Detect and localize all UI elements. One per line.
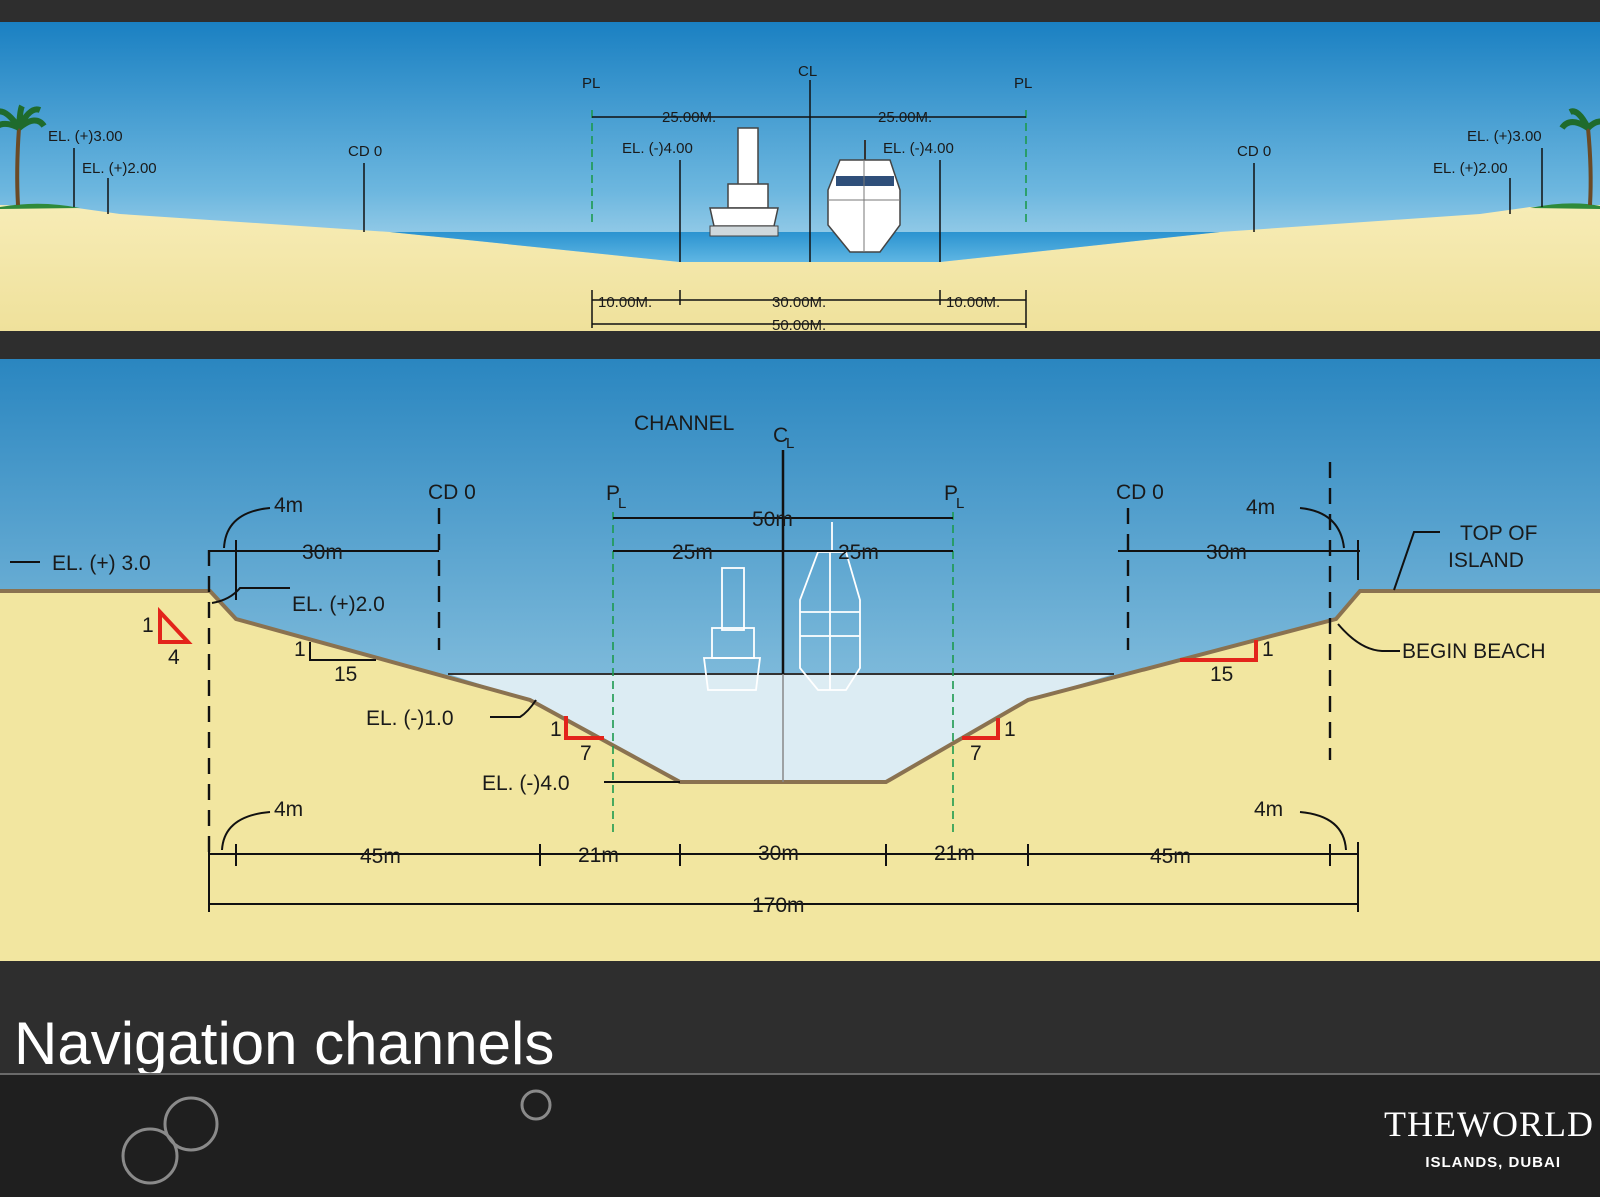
leader-el-m1 [490, 699, 537, 718]
logo-islands-dubai: ISLANDS, DUBAI [1425, 1154, 1561, 1171]
arc-4m-bottom-right [1299, 811, 1347, 851]
pl-left-sub: L [618, 495, 626, 512]
slope-marker-1-15-right [1180, 640, 1258, 662]
dim-25m-right-label: 25m [838, 541, 879, 564]
slope-marker-1-15-left [309, 642, 376, 661]
slope-1-7-left-rise: 1 [550, 718, 562, 741]
el-top-label: EL. (+) 3.0 [52, 552, 151, 575]
top-half-right-label: 25.00M. [878, 109, 932, 126]
leader-el2 [211, 587, 290, 604]
slope-1-4-rise: 1 [142, 614, 154, 637]
title-band [0, 961, 1600, 1073]
dim-45m-left-label: 45m [360, 845, 401, 868]
arc-4m-top-left [223, 507, 271, 549]
decorative-circle-medium [163, 1096, 219, 1152]
slide-title: Navigation channels [14, 1010, 554, 1077]
dim-21m-left-label: 21m [578, 844, 619, 867]
main-sand [0, 591, 1600, 961]
arc-4m-bottom-left [221, 811, 271, 851]
top-pl-left-label: PL [582, 75, 600, 92]
middle-dark-band [0, 331, 1600, 359]
palm-tree-left-icon [0, 104, 47, 206]
cd-left-label: CD 0 [428, 481, 476, 504]
top-sand [0, 205, 1600, 331]
top-dark-band [0, 0, 1600, 22]
top-el2-right-label: EL. (+)2.00 [1433, 160, 1508, 177]
top-cd-right-label: CD 0 [1237, 143, 1271, 160]
channel-cl-sub: L [786, 435, 794, 452]
pl-right-sub: L [956, 495, 964, 512]
top-el3-right-label: EL. (+)3.00 [1467, 128, 1542, 145]
top-bottom-mid-label: 30.00M. [772, 294, 826, 311]
logo-the-world: THEWORLD [1384, 1104, 1594, 1144]
slope-1-15-right-rise: 1 [1262, 638, 1274, 661]
dim-170m-label: 170m [752, 894, 805, 917]
slope-1-15-left-run: 15 [334, 663, 357, 686]
slope-1-4-run: 4 [168, 646, 180, 669]
top-el-channel-right-label: EL. (-)4.00 [883, 140, 954, 157]
top-bottom-total-label: 50.00M. [772, 317, 826, 334]
el-2-label: EL. (+)2.0 [292, 593, 385, 616]
top-of-island-label-1: TOP OF [1460, 522, 1537, 545]
cd-right-label: CD 0 [1116, 481, 1164, 504]
dim-4m-top-right-label: 4m [1246, 496, 1275, 519]
dim-50m-label: 50m [752, 508, 793, 531]
top-water [390, 232, 1220, 262]
yacht-ghost-icon [799, 522, 861, 691]
dim-21m-right-label: 21m [934, 842, 975, 865]
dim-30m-right-label: 30m [1206, 541, 1247, 564]
slope-1-7-right-run: 7 [970, 742, 982, 765]
pl-right-symbol: P [944, 482, 958, 505]
arc-4m-top-right [1299, 507, 1345, 549]
slope-marker-1-4 [158, 606, 193, 644]
top-of-island-label-2: ISLAND [1448, 549, 1524, 572]
grass-right [1530, 203, 1600, 209]
yacht-icon [827, 140, 901, 253]
leader-begin-beach [1337, 623, 1400, 652]
slope-1-15-right-run: 15 [1210, 663, 1233, 686]
top-el-channel-left-label: EL. (-)4.00 [622, 140, 693, 157]
slope-1-7-right-rise: 1 [1004, 718, 1016, 741]
begin-beach-label: BEGIN BEACH [1402, 640, 1546, 663]
dredger-ghost-icon [702, 567, 762, 691]
main-water [448, 674, 1114, 782]
channel-cl-symbol: C [773, 424, 788, 447]
top-el2-left-label: EL. (+)2.00 [82, 160, 157, 177]
decorative-circle-small [520, 1089, 552, 1121]
dim-30m-mid-label: 30m [758, 842, 799, 865]
top-panel: PL CL PL 25.00M. 25.00M. EL. (-)4.00 EL.… [0, 0, 1600, 334]
dim-4m-bottom-right-label: 4m [1254, 798, 1283, 821]
dim-4m-bottom-left-label: 4m [274, 798, 303, 821]
slope-marker-1-7-left [564, 716, 604, 740]
leader-top-island [1393, 531, 1440, 591]
top-el3-left-label: EL. (+)3.00 [48, 128, 123, 145]
footer-band [0, 1075, 1600, 1197]
dim-45m-right-label: 45m [1150, 845, 1191, 868]
decorative-circle-large [121, 1127, 179, 1185]
top-bottom-left-label: 10.00M. [598, 294, 652, 311]
dredger-boat-icon [709, 127, 779, 237]
top-half-left-label: 25.00M. [662, 109, 716, 126]
channel-label: CHANNEL [634, 412, 734, 435]
top-bottom-right-label: 10.00M. [946, 294, 1000, 311]
dim-30m-left-label: 30m [302, 541, 343, 564]
top-cl-label: CL [798, 63, 817, 80]
top-pl-right-label: PL [1014, 75, 1032, 92]
grass-left [0, 203, 80, 209]
top-cd-left-label: CD 0 [348, 143, 382, 160]
slope-1-15-left-rise: 1 [294, 638, 306, 661]
dim-4m-top-left-label: 4m [274, 494, 303, 517]
el-m4-label: EL. (-)4.0 [482, 772, 570, 795]
pl-left-symbol: P [606, 482, 620, 505]
main-panel: CHANNEL C L P L P L CD 0 CD 0 50m 25m 25… [0, 359, 1600, 961]
slope-marker-1-7-right [962, 718, 1000, 740]
dim-25m-left-label: 25m [672, 541, 713, 564]
el-m1-label: EL. (-)1.0 [366, 707, 454, 730]
slope-1-7-left-run: 7 [580, 742, 592, 765]
